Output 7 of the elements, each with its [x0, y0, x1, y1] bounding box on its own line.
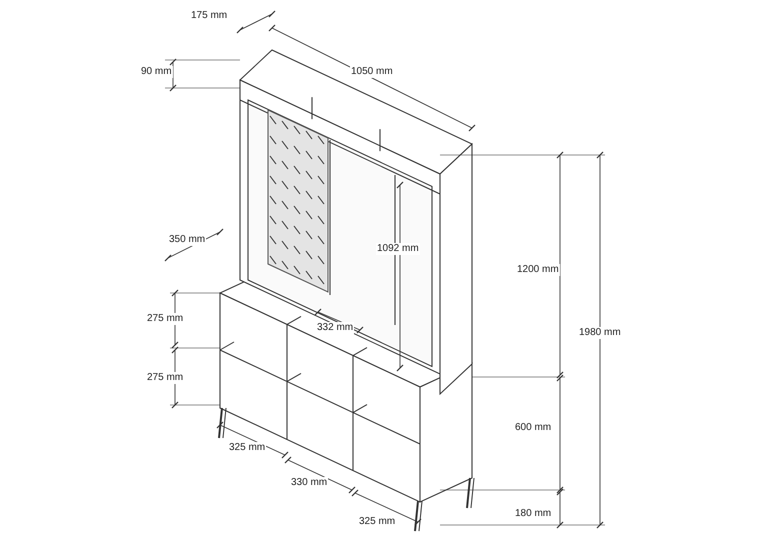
dimension-label: 275 mm	[146, 372, 184, 384]
dimension-label: 1050 mm	[350, 66, 394, 78]
dimension-label: 1092 mm	[376, 243, 420, 255]
dimension-label: 332 mm	[316, 322, 354, 334]
dimension-label: 1980 mm	[578, 327, 622, 339]
dimension-label: 275 mm	[146, 313, 184, 325]
dimension-label: 350 mm	[168, 234, 206, 246]
